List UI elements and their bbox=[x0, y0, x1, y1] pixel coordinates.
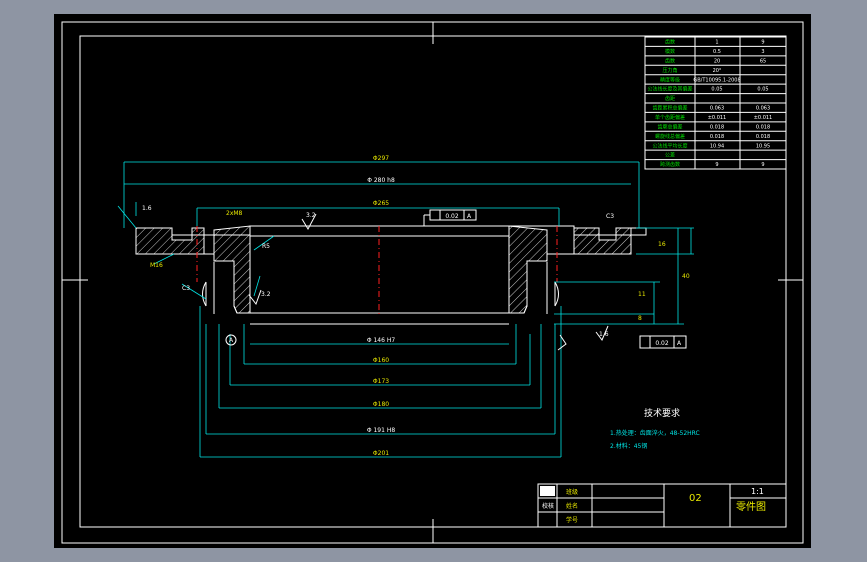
param-cell: ±0.011 bbox=[708, 115, 727, 121]
param-cell: 齿数 bbox=[665, 39, 675, 46]
hatch-right-hub bbox=[508, 225, 548, 314]
engineering-drawing: 齿数 1 9 模数 0.5 3 齿数 20 65 压力角 20° 精度等级 GB/T10095.1-20… bbox=[61, 21, 804, 544]
param-cell: 0.063 bbox=[756, 106, 770, 112]
param-cell: 公法线长度及其偏差 bbox=[647, 86, 692, 93]
part-section-view: Φ297 Φ 280 h8 Φ265 Φ 146 H7 Φ160 Φ173 Φ1… bbox=[117, 155, 694, 458]
param-cell: 0.05 bbox=[711, 87, 722, 93]
param-cell: 公法线平均长度 bbox=[652, 142, 687, 149]
roughness-topleft: 1.6 bbox=[142, 205, 152, 212]
param-cell: ±0.011 bbox=[754, 115, 773, 121]
param-cell: 3 bbox=[761, 49, 764, 55]
hatch-left-hub bbox=[213, 225, 251, 314]
param-cell: 0.018 bbox=[710, 124, 724, 130]
param-cell: 9 bbox=[761, 162, 764, 168]
roughness-left: 3.2 bbox=[261, 291, 271, 298]
param-cell: 齿距累积总偏差 bbox=[652, 105, 687, 112]
param-cell: 10.94 bbox=[710, 143, 724, 149]
title-block: 校核 班级 姓名 学号 02 1:1 零件图 bbox=[537, 483, 787, 528]
param-cell: 20° bbox=[713, 68, 722, 74]
tb-r3c2: 学号 bbox=[566, 516, 578, 524]
tol-value-top: 0.02 bbox=[445, 213, 459, 220]
param-cell: 9 bbox=[715, 162, 718, 168]
tol-datum-top: A bbox=[467, 213, 472, 220]
tech-line1: 1.热处理：齿面淬火，48-52HRC bbox=[610, 429, 700, 437]
outer-border bbox=[61, 21, 804, 544]
param-cell: 齿廓总偏差 bbox=[657, 123, 682, 130]
tb-scale: 1:1 bbox=[751, 487, 764, 496]
param-cell: 0.018 bbox=[756, 134, 770, 140]
tech-title: 技术要求 bbox=[644, 407, 680, 419]
param-cell: 压力角 bbox=[662, 67, 677, 74]
param-cell: 精度等级 bbox=[660, 76, 680, 83]
dim-d1: Φ297 bbox=[373, 155, 389, 162]
dim-d3: Φ265 bbox=[373, 200, 389, 207]
hatch-right-flange bbox=[573, 227, 632, 255]
dim-d9: Φ201 bbox=[373, 450, 389, 457]
hatch-left-flange bbox=[135, 227, 205, 255]
datum-label: A bbox=[229, 337, 234, 344]
dim-d7: Φ180 bbox=[373, 401, 389, 408]
hole-label: 2xM8 bbox=[226, 210, 243, 217]
param-cell: 9 bbox=[761, 40, 764, 46]
dim-h1: 16 bbox=[658, 241, 666, 248]
param-cell: 10.95 bbox=[756, 143, 770, 149]
tb-number: 02 bbox=[689, 493, 702, 504]
tolerance-frame-right bbox=[639, 335, 687, 349]
dim-d5: Φ160 bbox=[373, 357, 389, 364]
param-cell: 65 bbox=[760, 58, 766, 64]
tb-r2c2: 姓名 bbox=[566, 502, 578, 510]
datum-symbol bbox=[225, 334, 237, 346]
param-cell: 跨测齿数 bbox=[660, 161, 680, 168]
dim-d2: Φ 280 h8 bbox=[367, 177, 395, 184]
thread-label: M16 bbox=[150, 262, 163, 269]
param-cell: 0.5 bbox=[713, 49, 721, 55]
tb-r1c2: 班级 bbox=[566, 488, 578, 496]
tolerance-frame-top bbox=[423, 209, 477, 226]
tb-r2c1: 校核 bbox=[542, 502, 554, 510]
param-cell: 0.05 bbox=[757, 87, 768, 93]
param-cell: 齿距 bbox=[665, 96, 675, 102]
roughness-top: 3.2 bbox=[306, 212, 316, 219]
drawing-canvas: 齿数 1 9 模数 0.5 3 齿数 20 65 压力角 20° 精度等级 GB/T10095.1-20… bbox=[54, 14, 811, 548]
param-cell: 1 bbox=[715, 40, 718, 46]
tol-value-right: 0.02 bbox=[655, 340, 669, 347]
param-cell: 模数 bbox=[665, 48, 675, 55]
tb-name: 零件图 bbox=[736, 501, 766, 513]
tech-line2: 2.材料：45钢 bbox=[610, 442, 647, 450]
radius-r5: R5 bbox=[262, 243, 270, 250]
dim-d8: Φ 191 H8 bbox=[367, 427, 396, 434]
dim-d6: Φ173 bbox=[373, 378, 389, 385]
param-cell: 20 bbox=[714, 58, 720, 64]
param-cell: 公差 bbox=[665, 152, 675, 159]
param-cell: 0.018 bbox=[710, 134, 724, 140]
chamfer-c3-left: C3 bbox=[182, 285, 190, 292]
tol-datum-right: A bbox=[677, 340, 682, 347]
param-cell: 0.063 bbox=[710, 106, 724, 112]
chamfer-c3-right: C3 bbox=[606, 213, 614, 220]
param-cell: 齿数 bbox=[665, 57, 675, 64]
param-cell: 螺旋线总偏差 bbox=[655, 133, 685, 140]
dim-h3: 11 bbox=[638, 291, 646, 298]
dim-h2: 40 bbox=[682, 273, 690, 280]
param-cell: 0.018 bbox=[756, 124, 770, 130]
dim-h4: 8 bbox=[638, 315, 642, 322]
parameter-table: 齿数 1 9 模数 0.5 3 齿数 20 65 压力角 20° 精度等级 GB/T10095.1-20… bbox=[644, 36, 787, 170]
roughness-right: 1.6 bbox=[599, 331, 609, 338]
param-cell: GB/T10095.1-2008 bbox=[693, 77, 740, 83]
dim-d4: Φ 146 H7 bbox=[367, 337, 396, 344]
param-cell: 单个齿距偏差 bbox=[655, 114, 685, 121]
technical-requirements: 技术要求 1.热处理：齿面淬火，48-52HRC 2.材料：45钢 bbox=[610, 407, 700, 450]
